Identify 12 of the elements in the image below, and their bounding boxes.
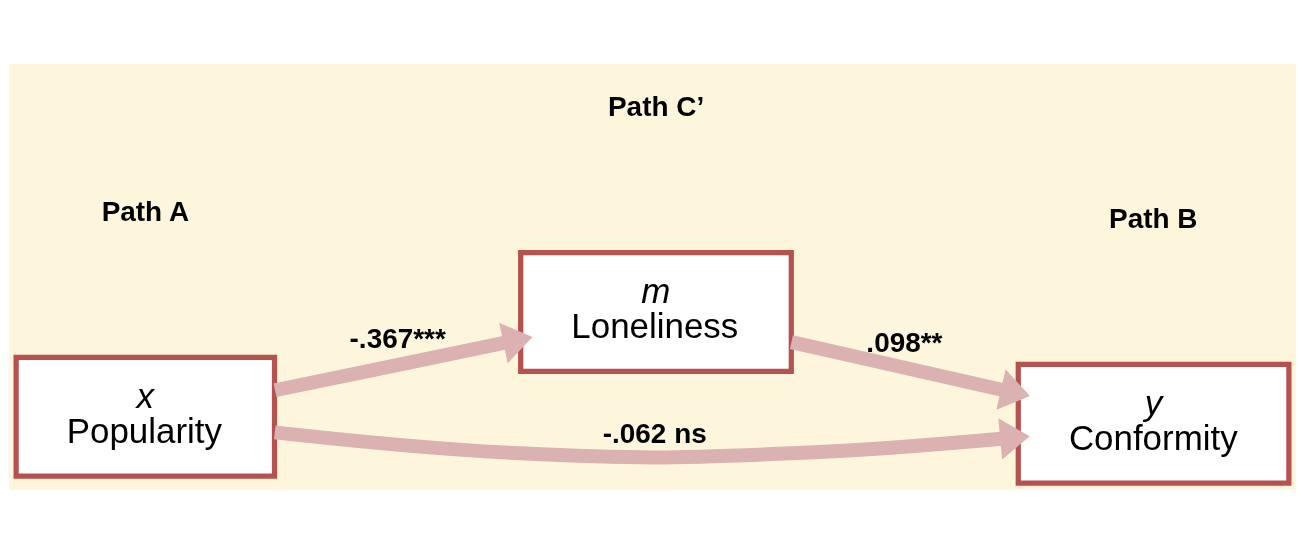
node-box: y Conformity <box>1015 361 1292 486</box>
label: Path C’ <box>607 91 705 123</box>
label: Path B <box>1109 202 1198 234</box>
edge-label: -.367*** <box>349 323 446 355</box>
arrow <box>274 418 1030 465</box>
arrow <box>789 335 1030 410</box>
edge-label: -.062 ns <box>602 417 707 449</box>
node-box: x Popularity <box>13 354 278 479</box>
node-box: m Loneliness <box>518 249 794 374</box>
arrow <box>273 322 533 398</box>
label: Path A <box>101 195 190 227</box>
edge-label: .098** <box>866 326 943 358</box>
